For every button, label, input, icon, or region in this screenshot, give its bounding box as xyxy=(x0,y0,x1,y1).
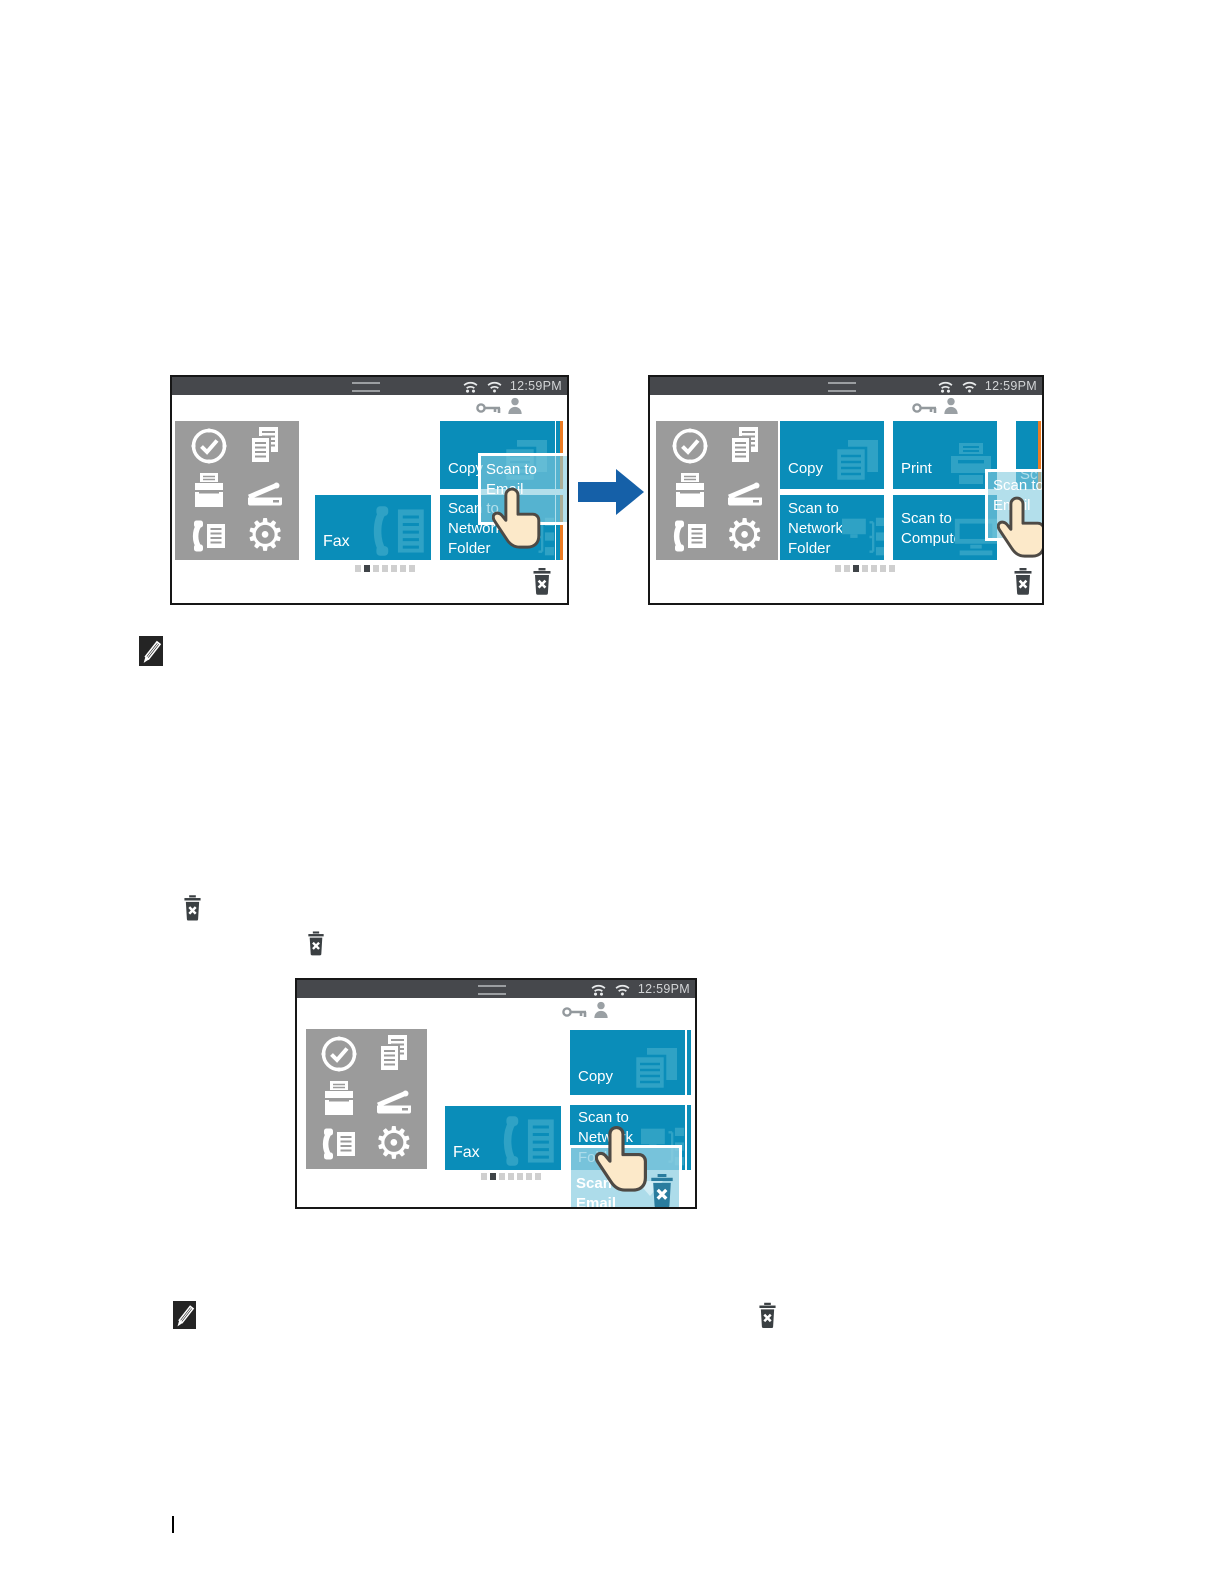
trash-delete-icon xyxy=(183,895,202,921)
scanner-icon[interactable] xyxy=(243,469,287,513)
fax-tile-icon xyxy=(506,1116,553,1166)
fax-phone-icon[interactable] xyxy=(317,1122,361,1166)
key-icon xyxy=(913,404,936,413)
scanner-icon[interactable] xyxy=(372,1077,416,1121)
sidebar-panel: ⚙ xyxy=(175,421,299,560)
copy-documents-icon[interactable] xyxy=(243,424,287,468)
network-tile-icon xyxy=(842,518,884,556)
copy-tile-icon xyxy=(635,1048,677,1089)
printer-icon[interactable] xyxy=(317,1077,361,1121)
note-pencil-icon xyxy=(173,1301,196,1329)
tile-scan-to-computer[interactable]: Scan to Computer xyxy=(893,495,997,560)
wifi-icon xyxy=(616,986,629,996)
status-bar: 12:59PM xyxy=(297,980,695,998)
status-time: 12:59PM xyxy=(984,379,1037,393)
scanner-icon[interactable] xyxy=(723,469,767,513)
page-indicator-dots xyxy=(481,1173,541,1180)
delete-trash-icon[interactable] xyxy=(534,568,551,595)
clock-icon[interactable] xyxy=(668,424,712,468)
insert-indicator-orange xyxy=(560,495,563,560)
drag-handle-icon[interactable] xyxy=(828,382,857,392)
tile-scan-to-network-folder[interactable]: Scan to Network Folder xyxy=(780,495,884,560)
page-indicator-dots xyxy=(355,565,415,572)
tile-label: Print xyxy=(901,460,932,477)
login-status[interactable] xyxy=(562,1001,609,1019)
tile-label: Fax xyxy=(453,1144,480,1161)
hand-cursor-illustration xyxy=(997,492,1044,570)
settings-gear-icon[interactable]: ⚙ xyxy=(374,1118,414,1170)
tile-fax[interactable]: Fax xyxy=(315,495,431,560)
clock-icon[interactable] xyxy=(317,1032,361,1076)
wifi-direct-icon xyxy=(592,986,605,996)
tile-label: Scan to Computer xyxy=(901,510,967,547)
trash-delete-icon xyxy=(307,931,325,956)
device-screen-delete: 12:59PM ⚙ Fax Copy Scan to Network Fo xyxy=(295,978,697,1209)
copy-documents-icon[interactable] xyxy=(723,424,767,468)
delete-trash-icon[interactable] xyxy=(1015,568,1032,595)
partial-tile-edge xyxy=(556,495,560,560)
tile-print[interactable]: Print xyxy=(893,421,997,489)
login-status[interactable] xyxy=(912,397,959,415)
user-icon xyxy=(944,398,957,414)
hand-cursor-illustration xyxy=(595,1120,651,1206)
page-indicator-dots xyxy=(835,565,895,572)
drag-handle-icon[interactable] xyxy=(351,382,380,392)
partial-tile-edge xyxy=(687,1030,691,1095)
sidebar-panel: ⚙ xyxy=(656,421,778,560)
sidebar-panel: ⚙ xyxy=(306,1029,427,1169)
wifi-icon xyxy=(963,383,976,393)
device-screen-after: 12:59PM ⚙ Copy Print Sca Scan t xyxy=(648,375,1044,605)
trash-delete-icon xyxy=(758,1302,777,1329)
hand-cursor-illustration xyxy=(492,483,544,561)
tile-label: Copy xyxy=(788,460,824,477)
key-icon xyxy=(563,1008,586,1017)
fax-tile-icon xyxy=(376,506,423,556)
device-screen-before: 12:59PM ⚙ Fax Copy Scan to Network Fo xyxy=(170,375,569,605)
status-bar: 12:59PM xyxy=(650,377,1042,395)
transition-right-arrow-icon xyxy=(578,469,644,515)
partial-tile-edge xyxy=(687,1105,691,1170)
copy-documents-icon[interactable] xyxy=(372,1032,416,1076)
tile-copy[interactable]: Copy xyxy=(570,1030,685,1095)
key-icon xyxy=(477,404,500,413)
user-icon xyxy=(594,1002,607,1018)
tile-copy[interactable]: Copy xyxy=(780,421,884,489)
tile-label: Copy xyxy=(448,460,484,477)
tile-label: Copy xyxy=(578,1068,614,1085)
insert-indicator-orange xyxy=(1038,421,1041,489)
tile-fax[interactable]: Fax xyxy=(445,1106,561,1170)
fax-phone-icon[interactable] xyxy=(187,514,231,558)
note-pencil-icon xyxy=(139,636,163,666)
wifi-icon xyxy=(488,383,501,393)
settings-gear-icon[interactable]: ⚙ xyxy=(245,509,285,561)
wifi-direct-icon xyxy=(939,383,952,393)
status-time: 12:59PM xyxy=(509,379,562,393)
user-icon xyxy=(508,398,521,414)
clock-icon[interactable] xyxy=(187,424,231,468)
delete-drop-trash-icon[interactable] xyxy=(649,1174,675,1208)
printer-icon[interactable] xyxy=(187,469,231,513)
status-time: 12:59PM xyxy=(637,982,690,996)
drag-handle-icon[interactable] xyxy=(478,985,507,995)
settings-gear-icon[interactable]: ⚙ xyxy=(724,509,765,561)
footer-divider xyxy=(172,1516,174,1533)
printer-icon[interactable] xyxy=(668,469,712,513)
tile-label: Scan to Network Folder xyxy=(788,500,844,557)
status-bar: 12:59PM xyxy=(172,377,567,395)
login-status[interactable] xyxy=(476,397,523,415)
wifi-direct-icon xyxy=(464,383,477,393)
copy-tile-icon xyxy=(836,440,878,481)
fax-phone-icon[interactable] xyxy=(668,514,712,558)
tile-label: Fax xyxy=(323,533,350,550)
